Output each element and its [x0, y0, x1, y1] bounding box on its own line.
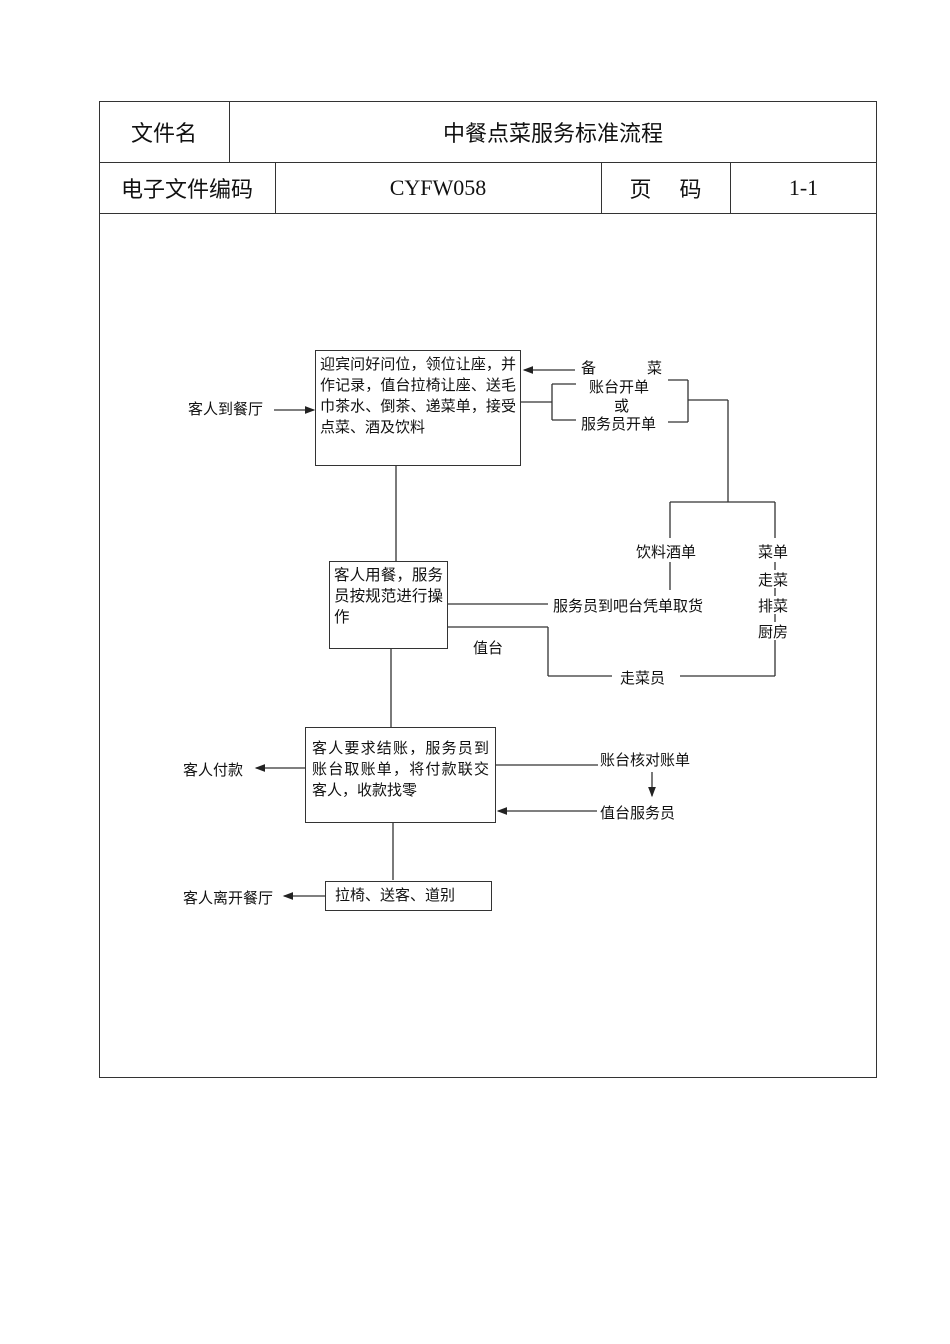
dining-service-box: 客人用餐，服务员按规范进行操作: [329, 561, 448, 649]
header-bottom-divider: [99, 213, 877, 214]
page-number: 1-1: [788, 175, 819, 200]
document-frame: [99, 101, 877, 1078]
cashier-verify-label: 账台核对账单: [600, 751, 691, 769]
table-attendant-label: 值台: [473, 639, 504, 657]
farewell-box: 拉椅、送客、道别: [325, 881, 492, 911]
document-title: 中餐点菜服务标准流程: [442, 122, 663, 147]
page-label: 页 码: [629, 178, 702, 203]
file-name-label: 文件名: [130, 122, 197, 147]
header-col-divider-2: [275, 162, 276, 214]
table-waiter-label: 值台服务员: [600, 804, 676, 822]
guest-leave-label: 客人离开餐厅: [183, 889, 274, 907]
dish-list-label: 菜单: [758, 543, 789, 561]
kitchen-label: 厨房: [758, 623, 789, 641]
waiter-order-label: 服务员开单: [581, 415, 657, 433]
dish-queue-label: 排菜: [758, 597, 789, 615]
prep-label-right: 菜: [647, 359, 663, 377]
header-col-divider-1: [229, 101, 230, 163]
header-col-divider-3: [601, 162, 602, 214]
bar-pickup-label: 服务员到吧台凭单取货: [553, 597, 704, 615]
drinks-list-label: 饮料酒单: [636, 543, 697, 561]
or-label: 或: [614, 397, 630, 415]
header-row-divider: [99, 162, 877, 163]
prep-label-left: 备: [581, 359, 597, 377]
dish-run-label: 走菜: [758, 571, 789, 589]
header-col-divider-4: [730, 162, 731, 214]
file-code-value: CYFW058: [389, 175, 487, 200]
guest-pay-label: 客人付款: [183, 761, 244, 779]
cashier-order-label: 账台开单: [589, 378, 650, 396]
greet-seat-box: 迎宾问好问位，领位让座，并作记录，值台拉椅让座、送毛巾茶水、倒茶、递菜单，接受点…: [315, 350, 521, 466]
file-code-label: 电子文件编码: [120, 178, 253, 203]
checkout-box: 客人要求结账，服务员到账台取账单，将付款联交客人，收款找零: [305, 727, 496, 823]
runner-label: 走菜员: [620, 669, 666, 687]
guest-arrive-label: 客人到餐厅: [188, 400, 264, 418]
